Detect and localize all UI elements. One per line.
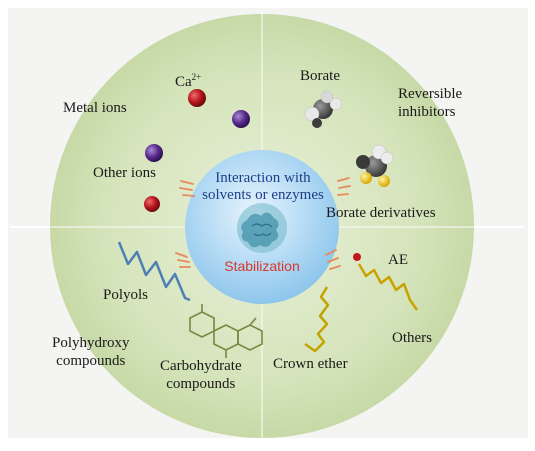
carbohydrate-molecule-icon [189, 304, 263, 358]
crown-ether-label: Crown ether [273, 356, 348, 372]
ca-ion-icon [188, 89, 206, 107]
borate-derivatives-label: Borate derivatives [326, 205, 436, 221]
ca-label: Ca2+ [175, 68, 201, 91]
ae-marker-icon [353, 253, 361, 261]
ae-label: AE [388, 252, 408, 268]
ca-symbol: Ca [175, 74, 192, 90]
interaction-label: Interaction with solvents or enzymes [202, 170, 324, 203]
other-ion-red-icon [144, 196, 160, 212]
borate-molecule-icon [304, 90, 343, 128]
reversible-inhibitors-label: Reversible inhibitors [398, 86, 463, 120]
metal-ion-icon [232, 110, 250, 128]
others-label: Others [392, 330, 432, 346]
other-ion-purple-icon [145, 144, 163, 162]
polyhydroxy-compounds-label: Polyhydroxy compounds [52, 335, 130, 369]
polyols-label: Polyols [103, 287, 149, 303]
metal-ions-label: Metal ions [63, 100, 127, 116]
polyols-chain-icon [117, 241, 191, 302]
ca-charge: 2+ [191, 72, 202, 82]
ae-chain-icon [357, 263, 419, 311]
enzyme-icon [237, 203, 287, 253]
other-ions-label: Other ions [93, 165, 156, 181]
interaction-arrows [175, 177, 351, 270]
borate-label: Borate [300, 68, 340, 84]
crown-ether-chain-icon [304, 286, 330, 353]
carbohydrate-compounds-label: Carbohydrate compounds [160, 358, 242, 392]
reversible-inhibitor-molecule-icon [356, 144, 394, 187]
stabilization-label: Stabilization [224, 258, 300, 274]
